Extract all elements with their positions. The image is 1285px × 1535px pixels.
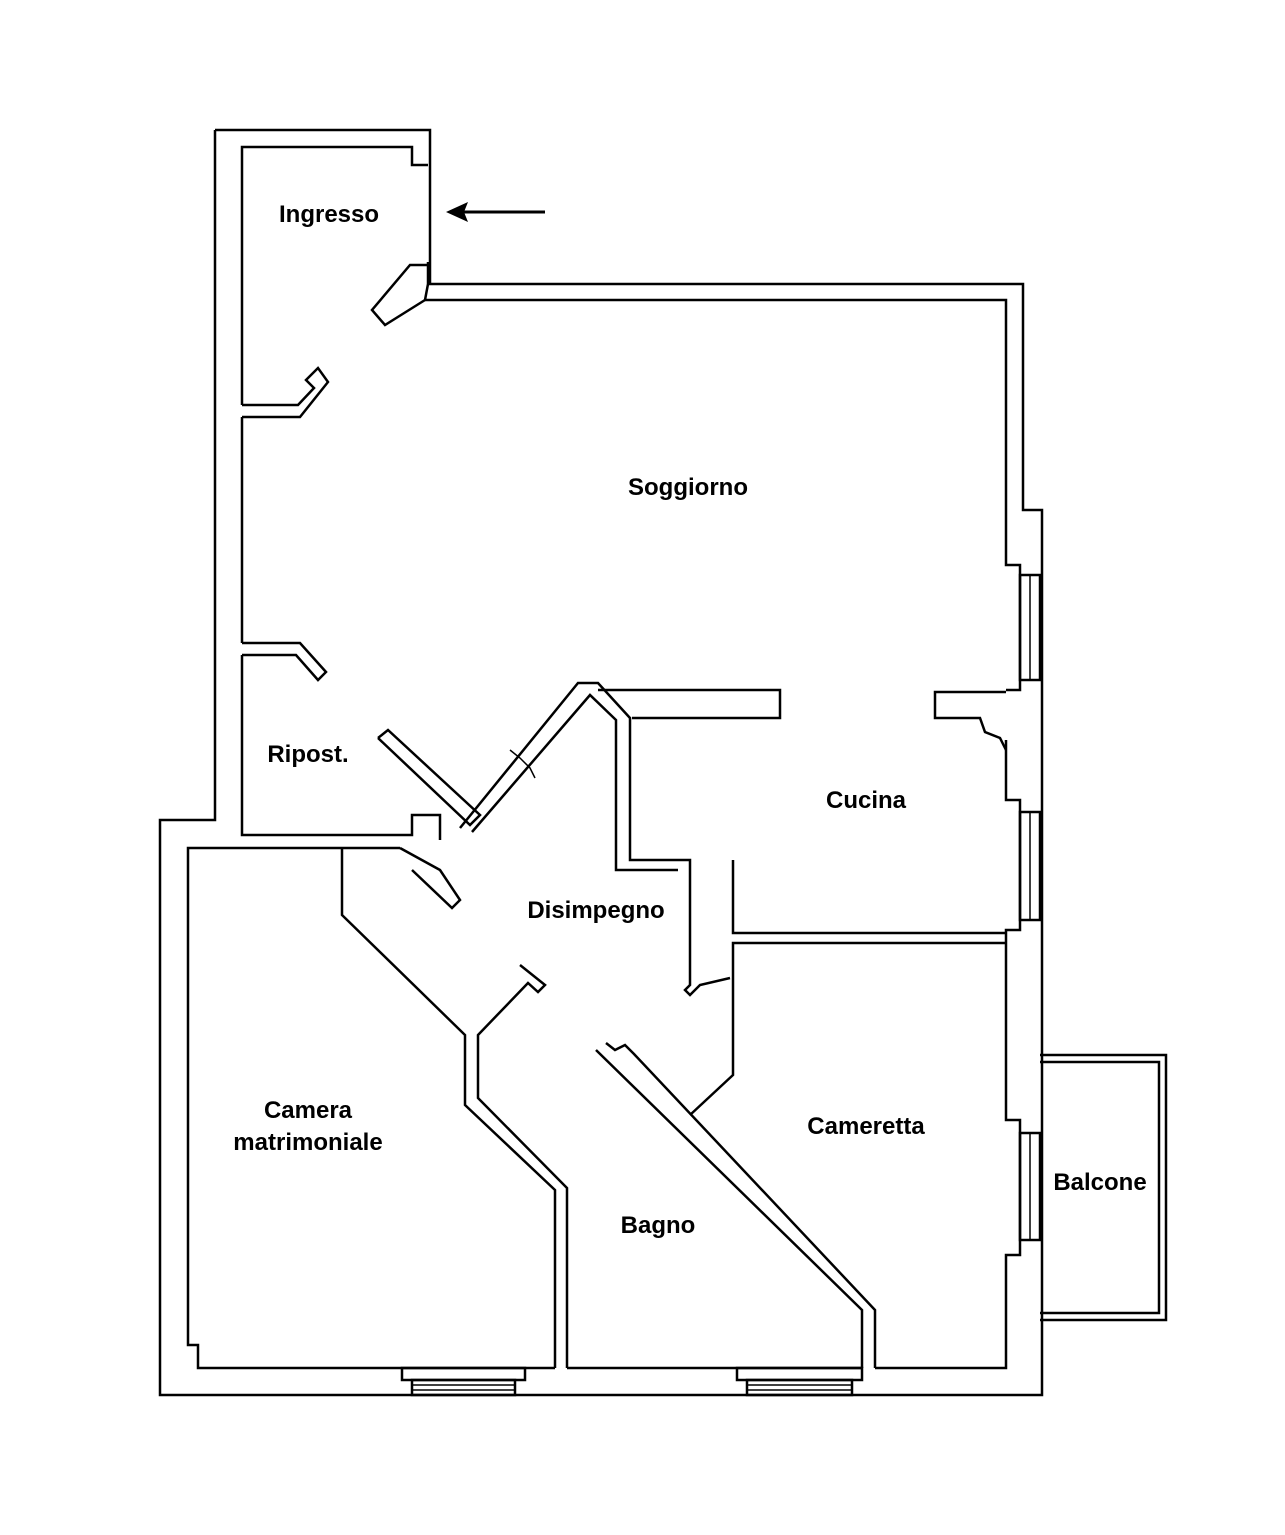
arrow-left-icon — [446, 202, 545, 222]
ripost-left-wall — [240, 655, 442, 840]
room-label-camera-matrimoniale: Camera matrimoniale — [233, 1095, 382, 1159]
window-bagno — [735, 1366, 864, 1397]
ripost-door-panel — [377, 728, 482, 827]
kitchen-bottom-wall — [731, 860, 1006, 935]
right-inner-wall — [875, 740, 1022, 1370]
room-label-soggiorno: Soggiorno — [628, 474, 748, 501]
window-soggiorno — [1018, 573, 1042, 682]
door-swing-arc — [509, 749, 536, 779]
soggiorno-ripost-wall — [242, 641, 328, 682]
ingresso-door-jamb — [370, 263, 428, 327]
camera-line2: matrimoniale — [233, 1129, 383, 1156]
cameretta-top-wall — [689, 941, 1006, 1116]
room-label-ingresso: Ingresso — [278, 201, 380, 228]
ingresso-soggiorno-wall — [242, 366, 330, 419]
disimpegno-door-panel — [399, 846, 462, 910]
corridor-wall — [459, 681, 731, 997]
window-cucina — [1018, 810, 1042, 922]
window-cameretta — [1018, 1131, 1042, 1242]
camera-wall — [340, 848, 557, 1368]
room-label-bagno: Bagno — [620, 1212, 696, 1239]
balcony — [1040, 1053, 1168, 1322]
room-label-cucina: Cucina — [825, 787, 907, 814]
window-camera — [400, 1366, 527, 1397]
room-label-cameretta: Cameretta — [807, 1113, 925, 1140]
room-label-disimpegno: Disimpegno — [527, 897, 665, 924]
kitchen-top-wall — [598, 688, 782, 720]
outer-wall — [158, 128, 1044, 1397]
kitchen-right-stub — [933, 690, 1008, 751]
room-label-ripostiglio: Ripost. — [267, 741, 349, 768]
room-label-balcone: Balcone — [1053, 1169, 1147, 1196]
bagno-diagonal-wall-inner — [605, 1042, 877, 1368]
corridor-wall-inner — [471, 693, 678, 872]
bottom-inner-wall-left — [186, 846, 555, 1370]
camera-line1: Camera — [263, 1097, 353, 1124]
bagno-left-wall — [476, 964, 569, 1368]
bagno-diagonal-wall — [595, 1049, 864, 1368]
ingresso-inner-wall — [240, 145, 428, 405]
